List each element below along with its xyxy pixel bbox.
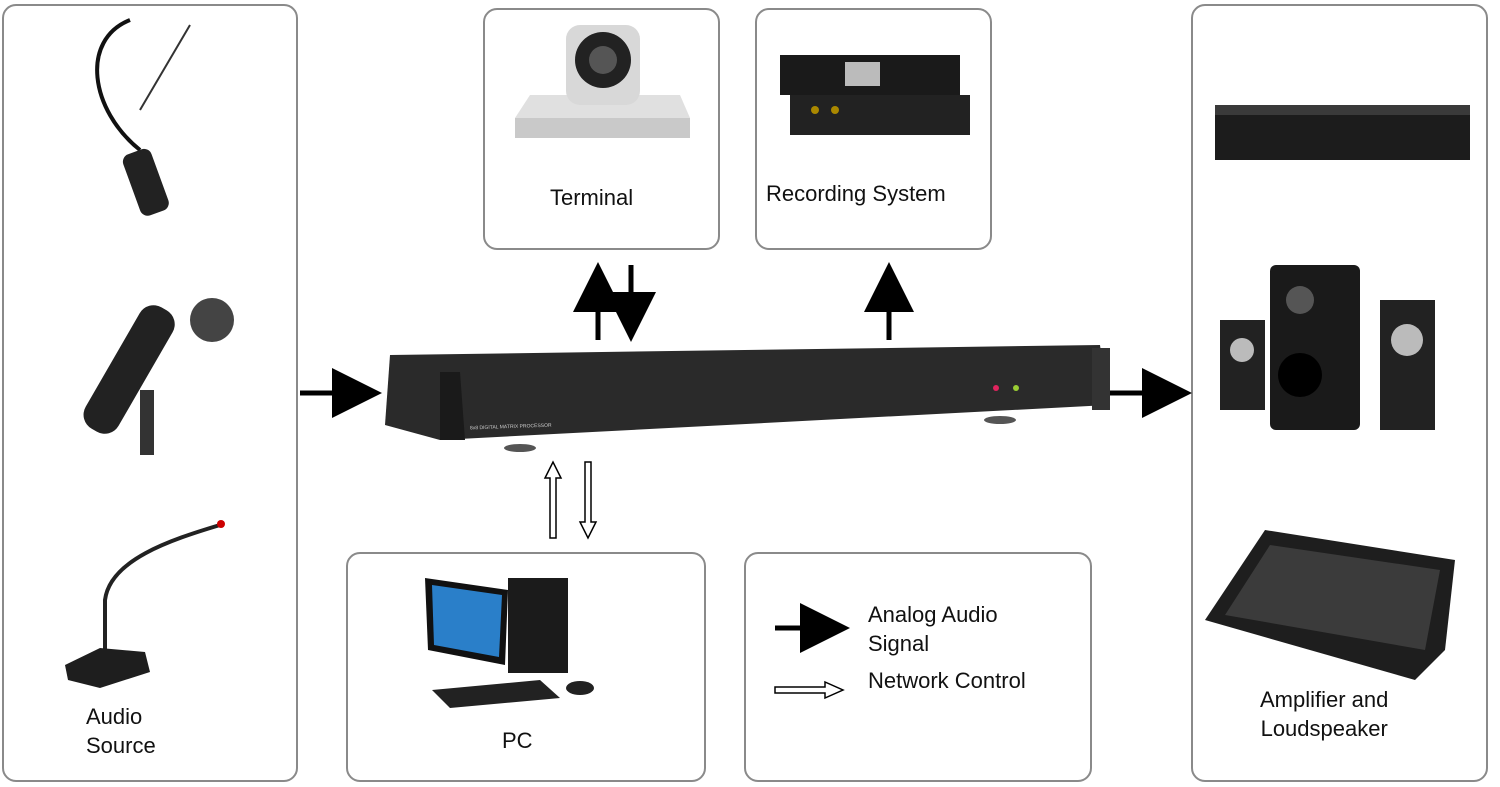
- loudspeaker-icon: [1220, 265, 1435, 430]
- video-conference-camera-icon: [515, 25, 690, 138]
- terminal-label: Terminal: [550, 185, 634, 210]
- output-line2: Loudspeaker: [1260, 716, 1388, 741]
- matrix-processor-icon: [385, 345, 1110, 452]
- legend-network-arrow-icon: [774, 680, 845, 700]
- legend-panel: [744, 552, 1092, 782]
- network-arrow-down: [578, 461, 598, 540]
- pc-label: PC: [502, 728, 533, 753]
- output-line1: Amplifier and: [1260, 687, 1389, 712]
- hanging-microphone-icon: [95, 18, 191, 216]
- audio-source-line1: Audio: [86, 704, 143, 729]
- desktop-computer-icon: [425, 578, 594, 708]
- audio-source-line2: Source: [86, 733, 156, 758]
- recording-system-label: Recording System: [766, 181, 946, 206]
- power-amplifier-icon: [1215, 105, 1470, 160]
- audio-mixer-icon: [1205, 530, 1455, 680]
- recording-system-icon: [780, 55, 970, 135]
- gooseneck-microphone-icon: [65, 520, 225, 688]
- legend-network-label: Network Control: [868, 668, 1026, 693]
- legend-analog-line2: Signal: [868, 631, 930, 656]
- network-arrow-up: [543, 460, 563, 539]
- legend-analog-line1: Analog Audio: [868, 602, 998, 627]
- handheld-microphone-icon: [83, 298, 234, 455]
